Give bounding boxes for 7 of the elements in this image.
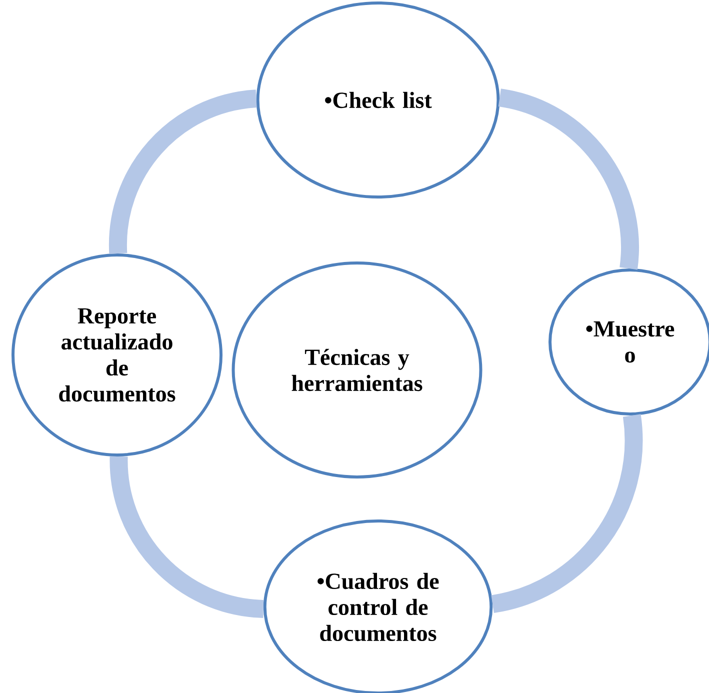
circle-node: Técnicas y herramientas bbox=[232, 262, 482, 478]
ring-segment bbox=[109, 90, 258, 254]
ring-segment bbox=[110, 456, 264, 618]
ring-segment bbox=[498, 88, 639, 270]
circle-node: •Check list bbox=[256, 2, 500, 198]
ring-segment bbox=[490, 414, 643, 613]
circle-node: Reporte actualizado de documentos bbox=[12, 254, 222, 456]
